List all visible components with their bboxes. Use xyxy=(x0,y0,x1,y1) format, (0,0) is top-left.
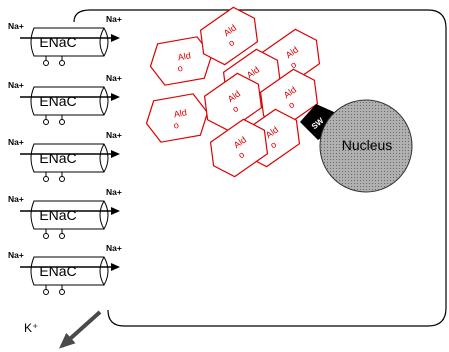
enac-channel: ENaC Na+ Na+ xyxy=(8,187,122,239)
aldosterone-label-suffix: o xyxy=(236,149,246,160)
sodium-in-label: Na+ xyxy=(8,137,24,147)
enac-channel: ENaC Na+ Na+ xyxy=(8,14,122,66)
potassium-label: K⁺ xyxy=(24,321,38,335)
channel-foot-bead xyxy=(59,176,65,182)
aldosterone-hexagon xyxy=(203,72,263,132)
aldosterone-label: Ald xyxy=(177,50,192,62)
aldosterone-label-suffix: o xyxy=(268,139,278,150)
channel-label: ENaC xyxy=(39,207,76,223)
aldosterone-label-suffix: o xyxy=(177,63,184,74)
sodium-out-label: Na+ xyxy=(106,187,122,197)
channel-foot-bead xyxy=(59,60,65,66)
channel-front-rim xyxy=(99,143,105,173)
sodium-in-label: Na+ xyxy=(8,194,24,204)
channel-front-rim xyxy=(99,200,105,230)
channel-foot-bead xyxy=(43,289,49,295)
channel-front-rim xyxy=(99,86,105,116)
channel-foot-bead xyxy=(59,289,65,295)
channel-label: ENaC xyxy=(39,93,76,109)
aldosterone-label-suffix: o xyxy=(173,120,180,131)
sodium-in-label: Na+ xyxy=(8,21,24,31)
channel-foot-bead xyxy=(43,119,49,125)
aldosterone-label-suffix: o xyxy=(230,103,240,114)
enac-channel: ENaC Na+ Na+ xyxy=(8,73,122,125)
channel-foot-bead xyxy=(43,60,49,66)
enac-channel-stack: ENaC Na+ Na+ ENaC Na+ Na+ ENaC Na+ Na+ ENaC Na+ Na+… xyxy=(8,14,122,295)
enac-channel: ENaC Na+ Na+ xyxy=(8,243,122,295)
sodium-out-label: Na+ xyxy=(106,14,122,24)
aldosterone-label-suffix: o xyxy=(288,59,298,70)
channel-front-rim xyxy=(99,256,105,286)
channel-foot-bead xyxy=(43,176,49,182)
aldosterone-label-suffix: o xyxy=(286,99,296,110)
enac-channel: ENaC Na+ Na+ xyxy=(8,130,122,182)
sodium-out-label: Na+ xyxy=(106,243,122,253)
aldosterone-hexagon xyxy=(149,36,213,86)
nucleus: Nucleus xyxy=(319,99,413,193)
sodium-out-label: Na+ xyxy=(106,73,122,83)
channel-foot-bead xyxy=(43,233,49,239)
potassium-efflux: K⁺ xyxy=(24,310,102,349)
aldosterone-label: Ald xyxy=(173,107,188,119)
aldosterone-hexagon xyxy=(145,93,209,143)
sodium-in-label: Na+ xyxy=(8,80,24,90)
cell-membrane xyxy=(90,9,447,327)
aldosterone-hexagon xyxy=(199,6,259,66)
channel-label: ENaC xyxy=(39,263,76,279)
channel-front-rim xyxy=(99,27,105,57)
aldosterone-label-suffix: o xyxy=(226,37,236,48)
aldosterone-hexagon xyxy=(209,118,269,178)
channel-label: ENaC xyxy=(39,34,76,50)
cell-membrane-top-left xyxy=(73,9,91,23)
channel-foot-bead xyxy=(59,119,65,125)
channel-foot-bead xyxy=(59,233,65,239)
sodium-in-label: Na+ xyxy=(8,250,24,260)
sodium-out-label: Na+ xyxy=(106,130,122,140)
nucleus-circle xyxy=(319,99,413,193)
potassium-arrow xyxy=(59,310,102,349)
nucleus-label: Nucleus xyxy=(342,137,393,153)
aldosterone-cluster: AldoAldoAldoAldoAldoAldoAldoAldoAldo xyxy=(145,6,321,178)
channel-label: ENaC xyxy=(39,150,76,166)
